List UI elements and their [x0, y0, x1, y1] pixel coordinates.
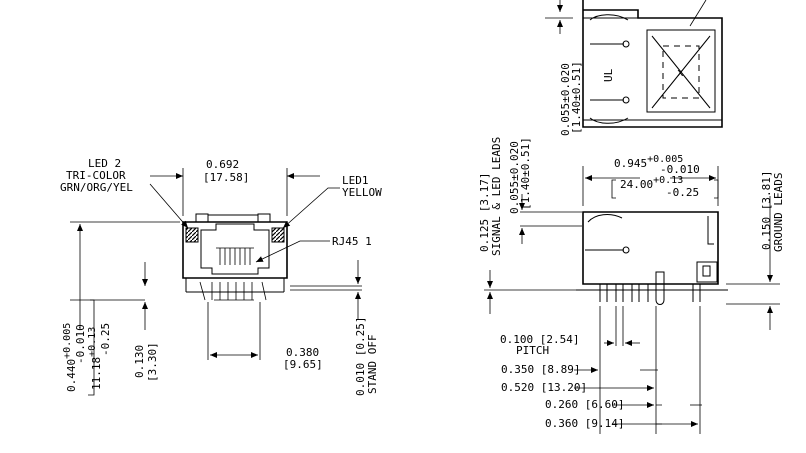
led1-color: YELLOW [342, 186, 382, 199]
svg-text:-0.010: -0.010 [74, 324, 87, 364]
dim-0-260: 0.260 [6.60] [545, 398, 624, 411]
dim-0-350: 0.350 [8.89] [501, 363, 580, 376]
lead-height-mm: [3.30] [146, 342, 159, 382]
svg-text:0.440+0.005: 0.440+0.005 [62, 323, 78, 392]
signal-leads-inch: 0.125 [3.17] [478, 173, 491, 252]
svg-text:-0.25: -0.25 [99, 323, 112, 356]
side-view: 0.125 [3.17] SIGNAL & LED LEADS 0.055±0.… [478, 137, 785, 434]
top-hole-inch: 0.055±0.020 [559, 63, 572, 136]
pitch-label: PITCH [516, 344, 549, 357]
connector-body-outline [182, 221, 288, 279]
signal-leads-label: SIGNAL & LED LEADS [490, 137, 503, 256]
lead-span-mm: [9.65] [283, 358, 323, 371]
standoff-inch: 0.010 [0.25] [354, 317, 367, 396]
ul-logo: UL [602, 68, 615, 82]
side-hole-mm: [1.40±0.51] [519, 137, 532, 210]
standoff-label: STAND OFF [366, 334, 379, 394]
led2-tricolor: TRI-COLOR [66, 169, 126, 182]
dim-0-360: 0.360 [9.14] [545, 417, 624, 430]
side-hole-inch: 0.055±0.020 [508, 141, 521, 214]
front-view: 0.692 [17.58] LED 2 TRI-COLOR GRN/ORG/YE… [60, 157, 382, 396]
jack-contacts [216, 247, 254, 265]
led2-label: LED 2 [88, 157, 121, 170]
led1-label: LED1 [342, 174, 369, 187]
jack-opening [200, 223, 270, 275]
lead-span-inch: 0.380 [286, 346, 319, 359]
led-window [646, 29, 716, 113]
led2-colors: GRN/ORG/YEL [60, 181, 133, 194]
svg-text:24.00+0.13: 24.00+0.13 [620, 175, 683, 191]
lead-height-inch: 0.130 [133, 345, 146, 378]
top-hole-mm: [1.40±0.51] [570, 61, 583, 134]
pitch-inch: 0.100 [2.54] [500, 333, 579, 346]
side-view-outline [582, 211, 719, 285]
svg-text:-0.25: -0.25 [666, 186, 699, 199]
height-dimension-text: 0.440+0.005 -0.010 11.18+0.13 -0.25 [62, 299, 112, 396]
ground-leads-inch: 0.150 [3.81] [760, 171, 773, 250]
svg-text:0.945+0.005: 0.945+0.005 [614, 154, 683, 170]
led2-block [185, 227, 199, 243]
svg-text:-0.010: -0.010 [660, 163, 700, 176]
svg-text:11.18+0.13: 11.18+0.13 [87, 327, 103, 390]
width-inch: 0.692 [206, 158, 239, 171]
top-view: x UL 0.055±0.020 [1.40±0.51] [545, 0, 723, 136]
led1-block [271, 227, 285, 243]
dim-0-520: 0.520 [13.20] [501, 381, 587, 394]
width-mm: [17.58] [203, 171, 249, 184]
svg-text:x: x [677, 66, 684, 79]
rj45-label: RJ45 1 [332, 235, 372, 248]
ground-leads-label: GROUND LEADS [772, 173, 785, 252]
